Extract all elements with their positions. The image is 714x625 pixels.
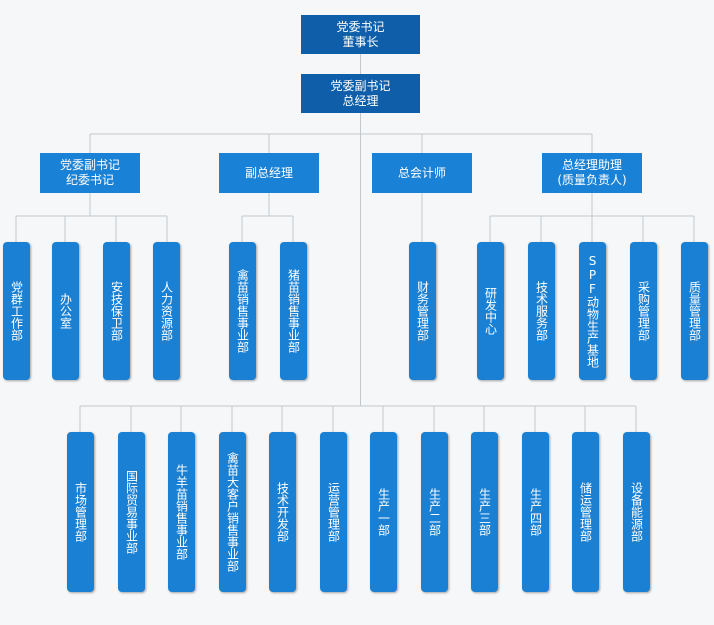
box-vice-gm: 副总经理: [219, 153, 319, 193]
dept-party-work: 党群工作部: [3, 242, 30, 380]
dept-production-4: 生产四部: [522, 432, 549, 592]
dept-equipment-energy: 设备能源部: [623, 432, 650, 592]
dept-poultry-key-accounts: 禽苗大客户销售事业部: [219, 432, 246, 592]
dept-tech-dev: 技术开发部: [269, 432, 296, 592]
box-secretary: 党委书记 董事长: [301, 15, 420, 54]
dept-tech-service: 技术服务部: [528, 242, 555, 380]
dept-safety: 安技保卫部: [103, 242, 130, 380]
dept-finance: 财务管理部: [409, 242, 436, 380]
box-discipline: 党委副书记 纪委书记: [40, 153, 140, 193]
dept-market: 市场管理部: [67, 432, 94, 592]
box-accountant: 总会计师: [372, 153, 472, 193]
dept-pig-sales: 猪苗销售事业部: [280, 242, 307, 380]
dept-rd: 研发中心: [477, 242, 504, 380]
dept-cattle-sheep-sales: 牛羊苗销售事业部: [168, 432, 195, 592]
dept-hr: 人力资源部: [153, 242, 180, 380]
dept-production-1: 生产一部: [370, 432, 397, 592]
box-assistant: 总经理助理 (质量负责人): [542, 153, 642, 193]
dept-production-3: 生产三部: [471, 432, 498, 592]
dept-production-2: 生产二部: [421, 432, 448, 592]
dept-storage-transport: 储运管理部: [572, 432, 599, 592]
dept-quality: 质量管理部: [681, 242, 708, 380]
dept-intl-trade: 国际贸易事业部: [118, 432, 145, 592]
dept-operations: 运营管理部: [320, 432, 347, 592]
box-deputy-gm: 党委副书记 总经理: [301, 74, 420, 113]
dept-spf-base: SPF动物生产基地: [579, 242, 606, 380]
dept-office: 办公室: [52, 242, 79, 380]
dept-purchasing: 采购管理部: [630, 242, 657, 380]
dept-poultry-sales: 禽苗销售事业部: [229, 242, 256, 380]
